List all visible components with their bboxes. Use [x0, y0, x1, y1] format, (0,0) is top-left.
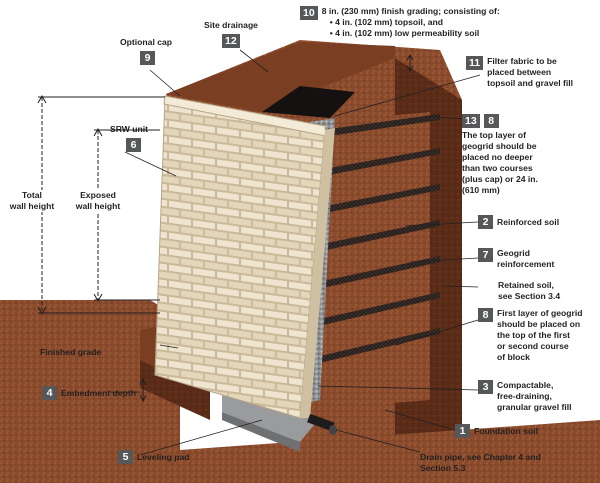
top-surface-soil: [166, 42, 395, 112]
callout-text: 8 in. (230 mm) finish grading; consistin…: [321, 6, 500, 16]
callout-finish-grading: 10 8 in. (230 mm) finish grading; consis…: [300, 6, 500, 39]
callout-text: Geogrid reinforcement: [497, 248, 555, 269]
callout-text: Reinforced soil: [497, 217, 560, 227]
callout-text: Leveling pad: [137, 452, 190, 462]
dimension-exposed-wall-height: Exposed wall height: [66, 190, 130, 212]
callout-badge: 11: [466, 56, 484, 70]
callout-badge: 9: [140, 51, 155, 65]
callout-foundation-soil: 1 Foundation soil: [455, 424, 538, 438]
callout-finished-grade: Finished grade: [40, 347, 101, 358]
dimension-lines: [37, 54, 414, 403]
srw-wall-face: [154, 97, 326, 419]
callout-badge: 5: [118, 450, 133, 464]
drain-pipe: [307, 413, 337, 435]
reinforced-soil-zone: [305, 112, 430, 410]
callout-badge: 7: [478, 248, 493, 262]
dimension-total-wall-height: Total wall height: [2, 190, 62, 212]
callout-badge: 1: [455, 424, 470, 438]
callout-badge: 2: [478, 215, 493, 229]
dimension-label: Total wall height: [9, 190, 55, 211]
geogrid-layers: [303, 114, 440, 367]
leader-lines: [110, 49, 481, 456]
callout-text: Filter fabric to be placed between topso…: [487, 56, 574, 88]
callout-embedment-depth: 4 Embedment depth: [42, 386, 136, 400]
srw-wall-side: [300, 128, 335, 418]
callout-top-geogrid-layer: 13 8 The top layer of geogrid should be …: [462, 114, 538, 196]
callout-geogrid-reinforcement: 7 Geogrid reinforcement: [478, 248, 554, 270]
callout-text: Compactable, free-draining, granular gra…: [497, 380, 572, 412]
callout-srw-unit: SRW unit 6: [110, 124, 148, 152]
filter-fabric-opening: [262, 86, 355, 118]
callout-badge: 4: [42, 386, 57, 400]
callout-text: SRW unit: [110, 124, 149, 134]
callout-leveling-pad: 5 Leveling pad: [118, 450, 190, 464]
callout-text: First layer of geogrid should be placed …: [497, 308, 583, 362]
callout-badge: 3: [478, 380, 493, 394]
callout-badge: 8: [478, 308, 493, 322]
callout-badge: 10: [300, 6, 318, 20]
callout-text: Drain pipe, see Chapter 4 and Section 5.…: [420, 452, 541, 473]
callout-text: Embedment depth: [61, 388, 136, 398]
callout-badge: 12: [222, 34, 240, 48]
callout-retained-soil: Retained soil, see Section 3.4: [498, 280, 560, 302]
callout-text: Site drainage: [204, 20, 258, 30]
callout-site-drainage: Site drainage 12: [204, 20, 258, 48]
callout-text: Retained soil, see Section 3.4: [498, 280, 561, 301]
callout-bullet-low-permeability: • 4 in. (102 mm) low permeability soil: [329, 28, 480, 38]
callout-filter-fabric: 11 Filter fabric to be placed between to…: [466, 56, 573, 89]
callout-optional-cap: Optional cap 9: [120, 37, 172, 65]
callout-bullet-topsoil: • 4 in. (102 mm) topsoil, and: [329, 17, 444, 27]
callout-text: Foundation soil: [474, 426, 538, 436]
callout-badge: 6: [126, 138, 141, 152]
callout-badge-secondary: 8: [483, 114, 499, 128]
callout-badge: 13: [462, 114, 480, 128]
callout-reinforced-soil: 2 Reinforced soil: [478, 215, 559, 229]
callout-drain-pipe: Drain pipe, see Chapter 4 and Section 5.…: [420, 452, 541, 474]
callout-gravel-fill: 3 Compactable, free-draining, granular g…: [478, 380, 572, 413]
callout-text: Finished grade: [40, 347, 102, 357]
callout-text: Optional cap: [120, 37, 173, 47]
callout-first-geogrid-layer: 8 First layer of geogrid should be place…: [478, 308, 582, 363]
dimension-label: Exposed wall height: [75, 190, 121, 211]
callout-text: The top layer of geogrid should be place…: [462, 130, 538, 195]
